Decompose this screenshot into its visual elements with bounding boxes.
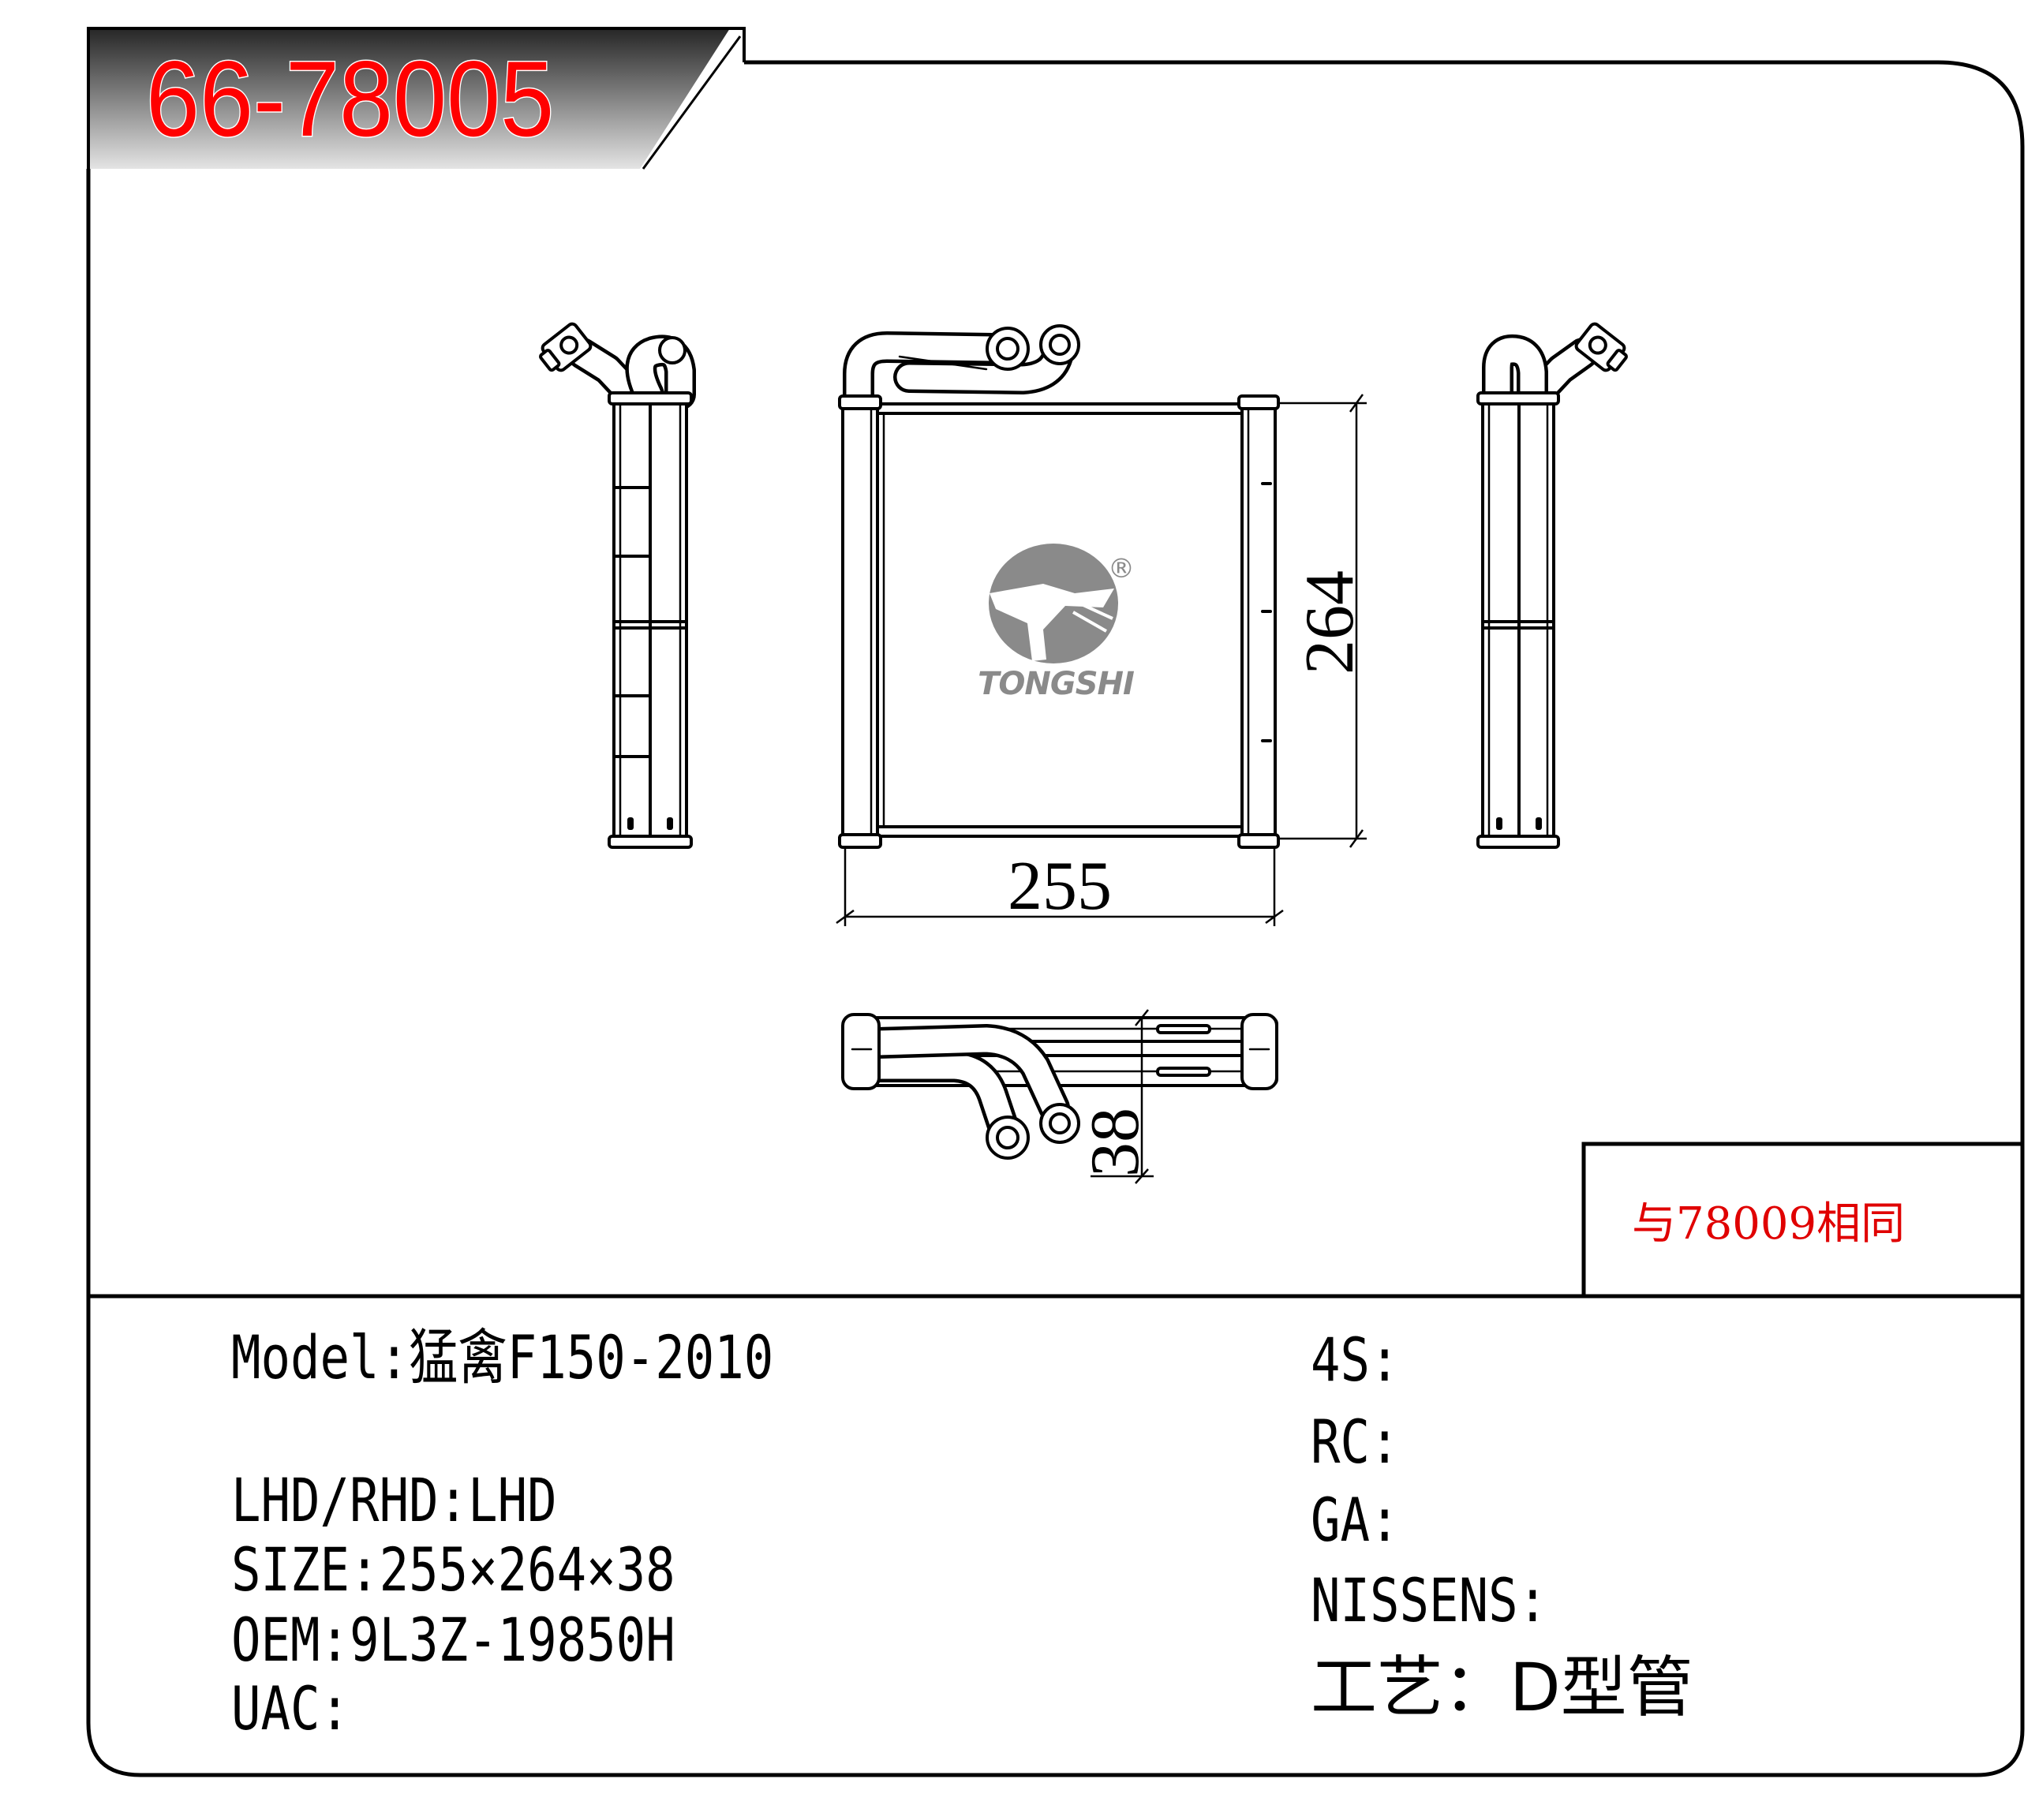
spec-size-label: SIZE: bbox=[231, 1535, 380, 1605]
top-view-fitting-1 bbox=[986, 1116, 1030, 1160]
spec-model: Model:猛禽F150-2010 bbox=[231, 1323, 773, 1393]
top-view-left-cap bbox=[841, 1013, 881, 1090]
spec-rc-label: RC: bbox=[1311, 1407, 1400, 1478]
spec-ga: GA: bbox=[1311, 1486, 1400, 1556]
logo-registered-mark: ® bbox=[1108, 553, 1135, 585]
logo-arrow bbox=[990, 584, 1114, 661]
note-text: 与78009相同 bbox=[1632, 1198, 1905, 1250]
spec-uac-label: UAC: bbox=[231, 1674, 350, 1744]
right-view-cap-bottom bbox=[1476, 835, 1560, 849]
spec-oem-label: OEM: bbox=[231, 1605, 350, 1676]
spec-uac: UAC: bbox=[231, 1674, 350, 1744]
spec-process-label: 工艺： bbox=[1311, 1649, 1510, 1726]
note-box: 与78009相同 bbox=[1581, 1142, 2025, 1299]
spec-ga-label: GA: bbox=[1311, 1486, 1400, 1556]
spec-oem-value: 9L3Z-19850H bbox=[350, 1605, 675, 1676]
top-view-fitting-2 bbox=[1039, 1103, 1080, 1144]
spec-size-value: 255×264×38 bbox=[380, 1535, 675, 1605]
left-view-fitting bbox=[539, 322, 593, 372]
dimension-height-label: 264 bbox=[1292, 570, 1368, 675]
spec-rc: RC: bbox=[1311, 1407, 1400, 1478]
left-view-cap-top bbox=[608, 391, 693, 405]
spec-oem: OEM:9L3Z-19850H bbox=[231, 1605, 675, 1676]
spec-drive-side-value: LHD bbox=[468, 1466, 557, 1536]
spec-drive-side: LHD/RHD:LHD bbox=[231, 1466, 557, 1536]
left-side-view bbox=[539, 322, 696, 849]
title-tab: 66-78005 bbox=[87, 27, 746, 170]
right-view-fitting bbox=[1574, 322, 1628, 372]
title-tab-edge bbox=[642, 36, 742, 170]
front-view-left-header bbox=[841, 399, 879, 844]
tongshi-logo: TONGSHI ® bbox=[978, 544, 1135, 702]
spec-drive-side-label: LHD/RHD: bbox=[231, 1466, 468, 1536]
front-view-fitting-1 bbox=[986, 327, 1030, 371]
spec-size: SIZE:255×264×38 bbox=[231, 1535, 675, 1605]
title-tab-outline bbox=[87, 27, 746, 169]
spec-process-value: D型管 bbox=[1510, 1649, 1693, 1726]
front-view-top-plate bbox=[876, 402, 1244, 415]
spec-list-left: Model:猛禽F150-2010 LHD/RHD:LHD SIZE:255×2… bbox=[231, 1323, 773, 1744]
spec-4s: 4S: bbox=[1311, 1325, 1400, 1396]
top-view-slot-upper bbox=[1156, 1024, 1211, 1034]
spec-process: 工艺：D型管 bbox=[1311, 1649, 1693, 1726]
spec-model-label: Model: bbox=[231, 1323, 409, 1393]
dimension-height: 264 bbox=[1278, 394, 1368, 848]
spec-model-value: 猛禽F150-2010 bbox=[409, 1323, 773, 1393]
dimension-width-label: 255 bbox=[1008, 848, 1112, 925]
logo-brand-text: TONGSHI bbox=[978, 666, 1135, 702]
spec-list-right: 4S: RC: GA: NISSENS: 工艺：D型管 bbox=[1311, 1325, 1693, 1726]
note-box-frame bbox=[1581, 1142, 2025, 1299]
front-view-fitting-2 bbox=[1039, 324, 1080, 365]
title-tab-fill bbox=[88, 28, 730, 169]
dimension-width: 255 bbox=[836, 848, 1284, 926]
front-view: TONGSHI ® 264 255 bbox=[836, 324, 1368, 926]
top-view-right-cap bbox=[1240, 1013, 1278, 1090]
spec-nissens: NISSENS: bbox=[1311, 1566, 1547, 1636]
spec-4s-label: 4S: bbox=[1311, 1325, 1400, 1396]
top-view: 38 bbox=[841, 1009, 1278, 1184]
right-view-cap-top bbox=[1476, 391, 1560, 405]
dimension-depth-label: 38 bbox=[1077, 1108, 1154, 1177]
dimension-depth: 38 bbox=[1077, 1009, 1154, 1184]
left-view-ring bbox=[658, 336, 687, 364]
part-number-title: 66-78005 bbox=[146, 39, 554, 159]
spec-nissens-label: NISSENS: bbox=[1311, 1566, 1547, 1636]
left-view-cap-bottom bbox=[608, 835, 693, 849]
front-view-right-header bbox=[1240, 399, 1277, 844]
sheet-frame bbox=[86, 60, 2025, 1777]
right-side-view bbox=[1476, 322, 1628, 849]
top-view-slot-lower bbox=[1156, 1067, 1211, 1077]
front-view-bottom-plate bbox=[876, 825, 1244, 838]
